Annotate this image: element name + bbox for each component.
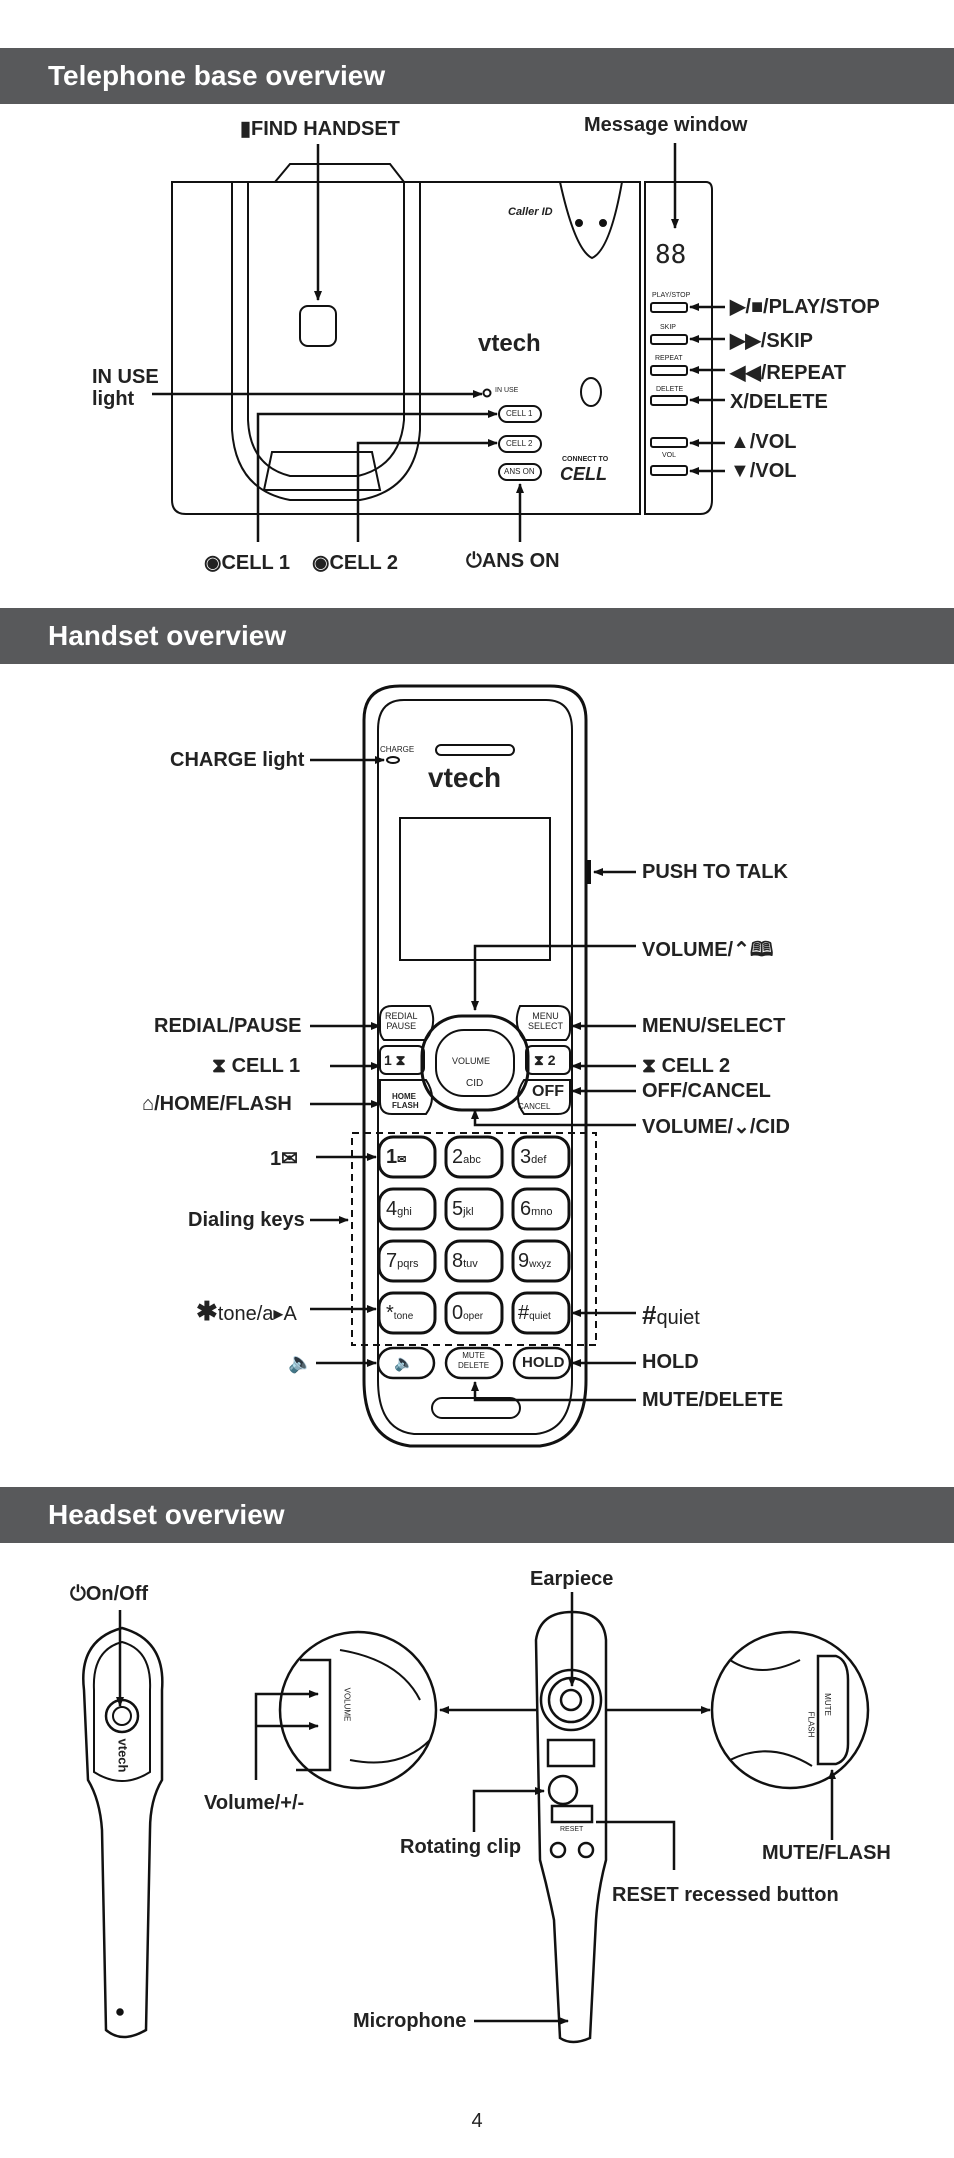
cancel-key-text: CANCEL bbox=[518, 1102, 551, 1111]
label-message-window: Message window bbox=[584, 114, 748, 136]
label-repeat: ◀◀/REPEAT bbox=[730, 362, 846, 384]
handset-brand-logo: vtech bbox=[428, 762, 502, 793]
label-volume-cid: VOLUME/⌄/CID bbox=[642, 1116, 790, 1138]
base-connect-text: CONNECT TO bbox=[562, 456, 609, 463]
base-delete-text: DELETE bbox=[656, 386, 684, 393]
label-push-to-talk: PUSH TO TALK bbox=[642, 861, 788, 883]
key-5: 5jkl bbox=[452, 1198, 474, 1220]
handset-keypad bbox=[377, 1135, 571, 1335]
label-microphone: Microphone bbox=[353, 2010, 467, 2032]
label-pound-quiet: #quiet bbox=[642, 1300, 700, 1330]
label-vol-down: ▼/VOL bbox=[730, 460, 797, 482]
label-play-stop: ▶/■/PLAY/STOP bbox=[730, 296, 880, 318]
label-in-use: IN USE bbox=[92, 366, 159, 388]
page-number: 4 bbox=[471, 2110, 483, 2132]
headset-mute-text: MUTE bbox=[822, 1693, 832, 1716]
base-display: 88 bbox=[655, 240, 687, 270]
key-3: 3def bbox=[520, 1146, 547, 1168]
label-menu-select: MENU/SELECT bbox=[642, 1015, 786, 1037]
label-hold: HOLD bbox=[642, 1351, 699, 1373]
base-in-use-text: IN USE bbox=[495, 387, 519, 394]
base-vol-text: VOL bbox=[662, 452, 677, 459]
label-rotating-clip: Rotating clip bbox=[400, 1836, 522, 1858]
label-charge-light: CHARGE light bbox=[170, 749, 305, 771]
section-title-base: Telephone base overview bbox=[48, 60, 386, 91]
section-title-handset: Handset overview bbox=[48, 620, 287, 651]
base-cell1-button-text: CELL 1 bbox=[506, 409, 533, 418]
zoom-circle-volume bbox=[278, 1630, 438, 1790]
section-banner-headset: Headset overview bbox=[0, 1487, 954, 1543]
label-find-handset: ▮FIND HANDSET bbox=[240, 118, 400, 140]
label-base-cell2: ◉CELL 2 bbox=[312, 552, 398, 574]
nav-volume-text: VOLUME bbox=[452, 1056, 491, 1066]
handset-charge-text: CHARGE bbox=[380, 745, 415, 754]
label-volume-up: VOLUME/⌃🕮 bbox=[642, 939, 774, 961]
label-vol-up: ▲/VOL bbox=[730, 431, 797, 453]
label-skip: ▶▶/SKIP bbox=[730, 330, 813, 352]
base-callout-lines bbox=[152, 143, 725, 542]
key-star: *tone bbox=[386, 1302, 414, 1324]
label-one-key: 1✉ bbox=[270, 1148, 298, 1170]
zoom-circle-mute bbox=[710, 1630, 870, 1790]
headset-volume-text: VOLUME bbox=[342, 1687, 352, 1722]
handset-callout-lines bbox=[310, 756, 636, 1402]
label-dialing-keys: Dialing keys bbox=[188, 1209, 305, 1231]
label-on-off: ⏻On/Off bbox=[70, 1583, 149, 1605]
headset-left bbox=[82, 1626, 164, 2039]
label-home-flash: ⌂/HOME/FLASH bbox=[142, 1093, 292, 1115]
headset-brand-logo: vtech bbox=[115, 1738, 131, 1773]
key-pound: #quiet bbox=[518, 1302, 551, 1324]
cell2-key: ⧗ 2 bbox=[534, 1052, 556, 1068]
label-star-tone: ✱tone/a▸A bbox=[196, 1296, 297, 1326]
base-repeat-text: REPEAT bbox=[655, 355, 683, 362]
label-volume: Volume/+/- bbox=[204, 1792, 305, 1814]
base-brand-logo: vtech bbox=[478, 330, 541, 357]
section-title-headset: Headset overview bbox=[48, 1499, 285, 1530]
nav-cid-text: CID bbox=[466, 1078, 484, 1089]
key-9: 9wxyz bbox=[518, 1250, 552, 1272]
base-caller-id: Caller ID bbox=[508, 206, 553, 218]
label-reset: RESET recessed button bbox=[612, 1884, 839, 1906]
base-play-text: PLAY/STOP bbox=[652, 292, 691, 299]
section-banner-base: Telephone base overview bbox=[0, 48, 954, 104]
speaker-key: 🔈 bbox=[394, 1355, 414, 1372]
key-2: 2abc bbox=[452, 1146, 481, 1168]
section-banner-handset: Handset overview bbox=[0, 608, 954, 664]
key-4: 4ghi bbox=[386, 1198, 412, 1220]
off-key: OFF bbox=[532, 1083, 564, 1100]
key-8: 8tuv bbox=[452, 1250, 478, 1272]
key-6: 6mno bbox=[520, 1198, 553, 1220]
base-cell2-button-text: CELL 2 bbox=[506, 439, 533, 448]
headset-flash-text: FLASH bbox=[806, 1711, 816, 1738]
label-handset-cell1: ⧗ CELL 1 bbox=[212, 1055, 301, 1077]
base-skip-text: SKIP bbox=[660, 324, 676, 331]
cell1-key: 1 ⧗ bbox=[384, 1052, 406, 1068]
label-handset-cell2: ⧗ CELL 2 bbox=[642, 1055, 731, 1077]
base-ans-on-button-text: ANS ON bbox=[504, 467, 535, 476]
key-1: 1✉ bbox=[386, 1146, 407, 1168]
label-earpiece: Earpiece bbox=[530, 1568, 614, 1590]
label-ans-on: ⏻ANS ON bbox=[466, 550, 560, 572]
label-in-use-light: light bbox=[92, 388, 135, 410]
label-base-cell1: ◉CELL 1 bbox=[204, 552, 290, 574]
key-7: 7pqrs bbox=[386, 1250, 419, 1272]
label-redial-pause: REDIAL/PAUSE bbox=[154, 1015, 302, 1037]
label-off-cancel: OFF/CANCEL bbox=[642, 1080, 771, 1102]
hold-key: HOLD bbox=[522, 1354, 565, 1371]
headset-callout-lines bbox=[116, 1592, 836, 2025]
label-delete: X/DELETE bbox=[730, 391, 828, 413]
key-0: 0oper bbox=[452, 1302, 484, 1324]
base-unit bbox=[171, 163, 713, 515]
headset-reset-text: RESET bbox=[560, 1826, 584, 1833]
base-cell-logo: CELL bbox=[560, 464, 607, 484]
label-mute-delete: MUTE/DELETE bbox=[642, 1389, 784, 1411]
label-mute-flash: MUTE/FLASH bbox=[762, 1842, 891, 1864]
speaker-icon: 🔈 bbox=[288, 1352, 313, 1374]
